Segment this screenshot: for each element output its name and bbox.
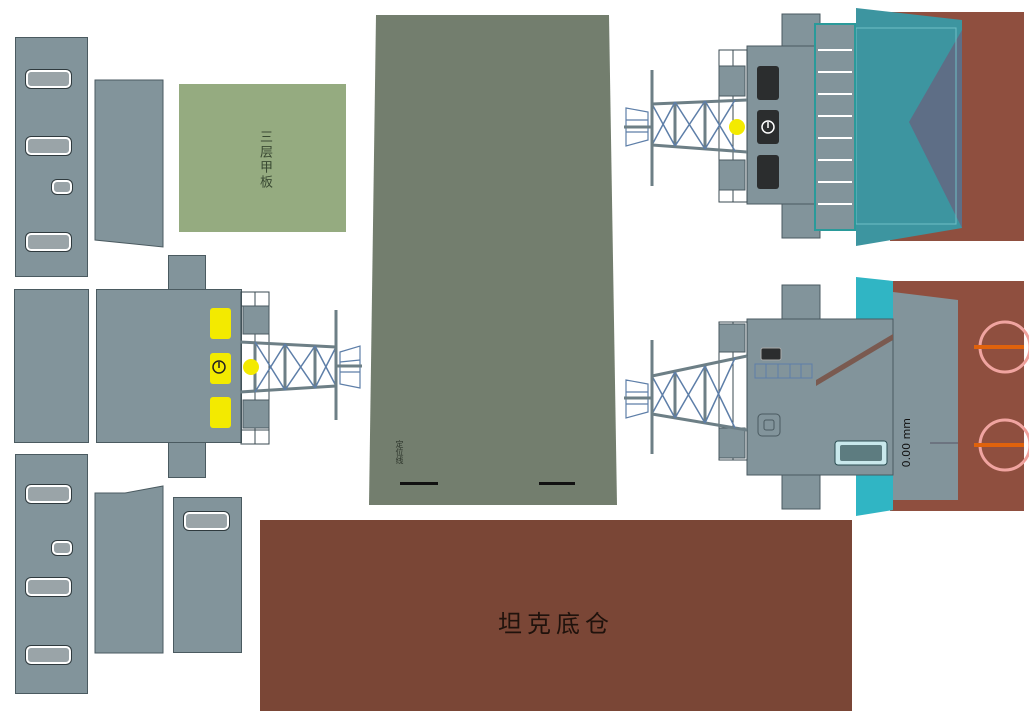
yellow-window: [210, 397, 231, 428]
tank-bottom-label: 坦克底仓: [498, 610, 614, 638]
window: [184, 512, 229, 530]
side-panel-lower: [15, 454, 88, 694]
window: [52, 180, 72, 194]
yellow-window: [210, 308, 231, 339]
side-panel-middle: [14, 289, 89, 443]
window: [52, 541, 72, 555]
window: [26, 646, 71, 664]
dimension-label: 0.00 mm: [900, 418, 913, 468]
deck-3-panel: 三层甲板: [179, 84, 346, 232]
window: [26, 485, 71, 503]
bridge-body-left: [96, 289, 242, 443]
window: [26, 578, 71, 596]
side-panel-upper: [15, 37, 88, 277]
deck-3-label: 三层甲板: [257, 130, 272, 190]
yellow-window: [210, 353, 231, 384]
window: [26, 233, 71, 251]
positioning-line-label: 定位线: [395, 440, 404, 464]
window: [26, 137, 71, 155]
door-panel: [173, 497, 242, 653]
tank-bottom-panel: 坦克底仓: [260, 520, 852, 711]
window: [26, 70, 71, 88]
